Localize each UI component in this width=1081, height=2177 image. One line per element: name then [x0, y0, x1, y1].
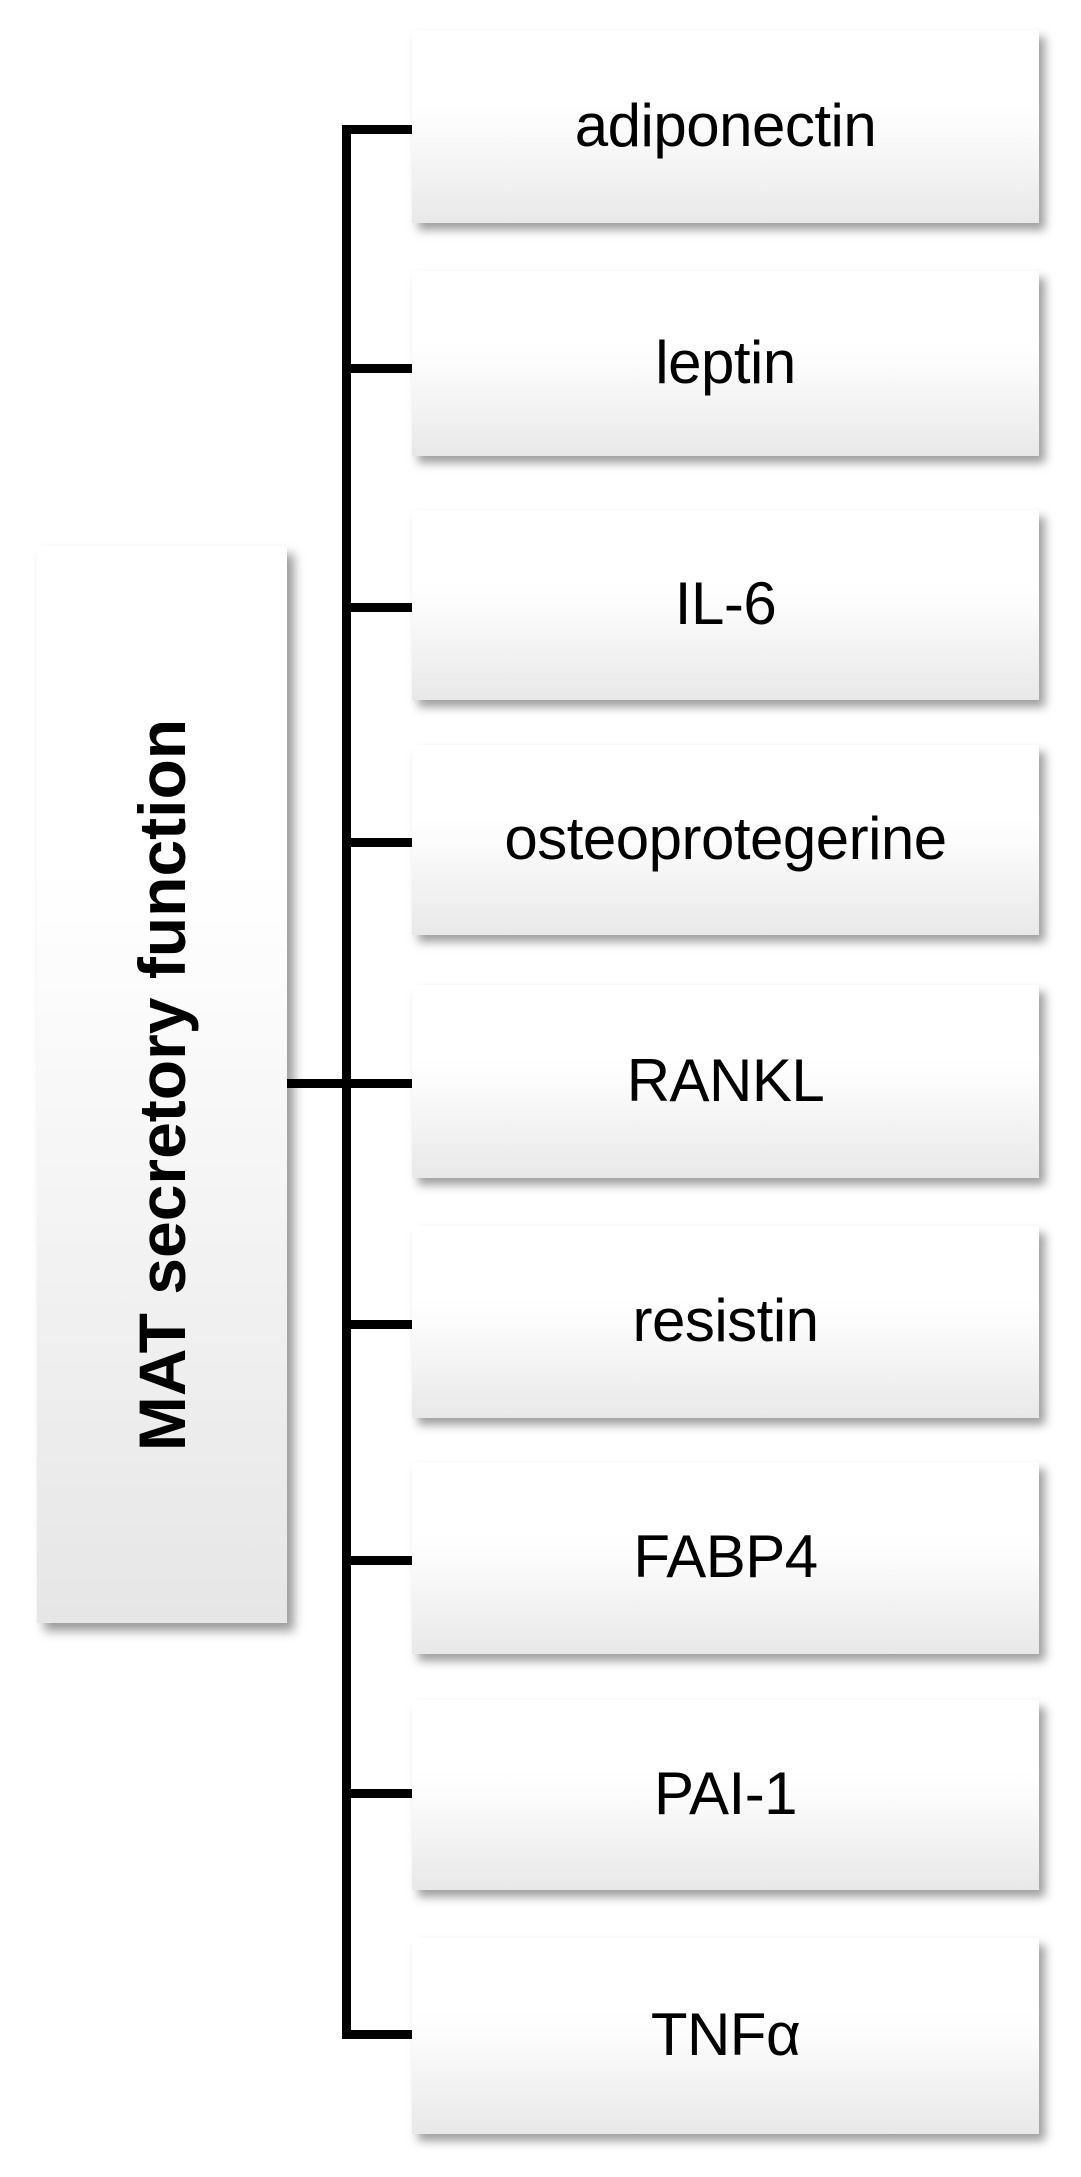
- branch-line-adiponectin: [342, 125, 412, 134]
- node-il6[interactable]: IL-6: [412, 510, 1039, 700]
- node-rankl[interactable]: RANKL: [412, 985, 1039, 1178]
- node-label-resistin: resistin: [632, 1287, 819, 1354]
- node-label-rankl: RANKL: [626, 1046, 825, 1114]
- branch-line-il6: [342, 603, 412, 612]
- node-osteoprotegerine[interactable]: osteoprotegerine: [412, 745, 1039, 935]
- node-label-il6: IL-6: [674, 570, 777, 637]
- node-label-tnfa: TNFα: [650, 2001, 801, 2068]
- node-pai1[interactable]: PAI-1: [412, 1700, 1039, 1890]
- branch-line-resistin: [342, 1320, 412, 1329]
- node-label-osteoprotegerine: osteoprotegerine: [504, 805, 947, 872]
- branch-line-pai1: [342, 1789, 412, 1798]
- node-label-pai1: PAI-1: [653, 1760, 798, 1827]
- branch-line-rankl: [342, 1079, 412, 1088]
- branch-line-tnfa: [342, 2030, 412, 2039]
- branch-line-osteoprotegerine: [342, 838, 412, 847]
- node-label-leptin: leptin: [655, 328, 796, 396]
- root-node-label: MAT secretory function: [125, 718, 199, 1451]
- node-fabp4[interactable]: FABP4: [412, 1462, 1039, 1654]
- root-node-mat-secretory-function[interactable]: MAT secretory function: [37, 546, 287, 1623]
- node-leptin[interactable]: leptin: [412, 271, 1039, 456]
- branch-line-fabp4: [342, 1556, 412, 1565]
- node-adiponectin[interactable]: adiponectin: [412, 30, 1039, 223]
- node-label-fabp4: FABP4: [633, 1523, 818, 1590]
- node-resistin[interactable]: resistin: [412, 1226, 1039, 1418]
- node-tnfa[interactable]: TNFα: [412, 1938, 1039, 2134]
- root-connector-line: [287, 1079, 347, 1088]
- node-label-adiponectin: adiponectin: [574, 91, 877, 159]
- branch-line-leptin: [342, 364, 412, 373]
